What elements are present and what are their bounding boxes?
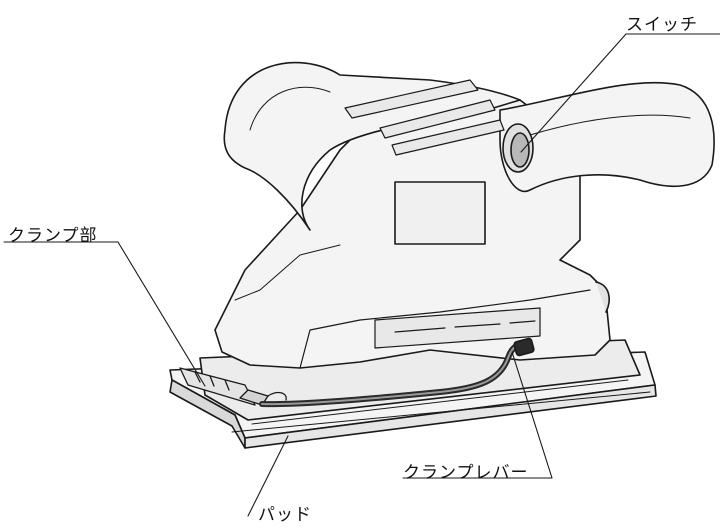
clamp-lever — [259, 337, 535, 408]
lever-leader — [511, 351, 553, 479]
label-clamp-lever: クランプレバー — [403, 463, 529, 483]
label-switch: スイッチ — [626, 15, 698, 35]
label-clamp-part: クランプ部 — [8, 226, 98, 246]
nameplate — [394, 181, 486, 245]
label-pad: パッド — [258, 505, 312, 525]
rear-grip — [223, 61, 521, 231]
switch-leader — [520, 33, 627, 153]
front-handle — [499, 81, 715, 193]
switch-button — [502, 123, 534, 173]
pad-leader — [247, 435, 289, 517]
clamp-leader — [117, 241, 206, 387]
vents — [344, 79, 505, 156]
leader-lines — [3, 33, 720, 517]
